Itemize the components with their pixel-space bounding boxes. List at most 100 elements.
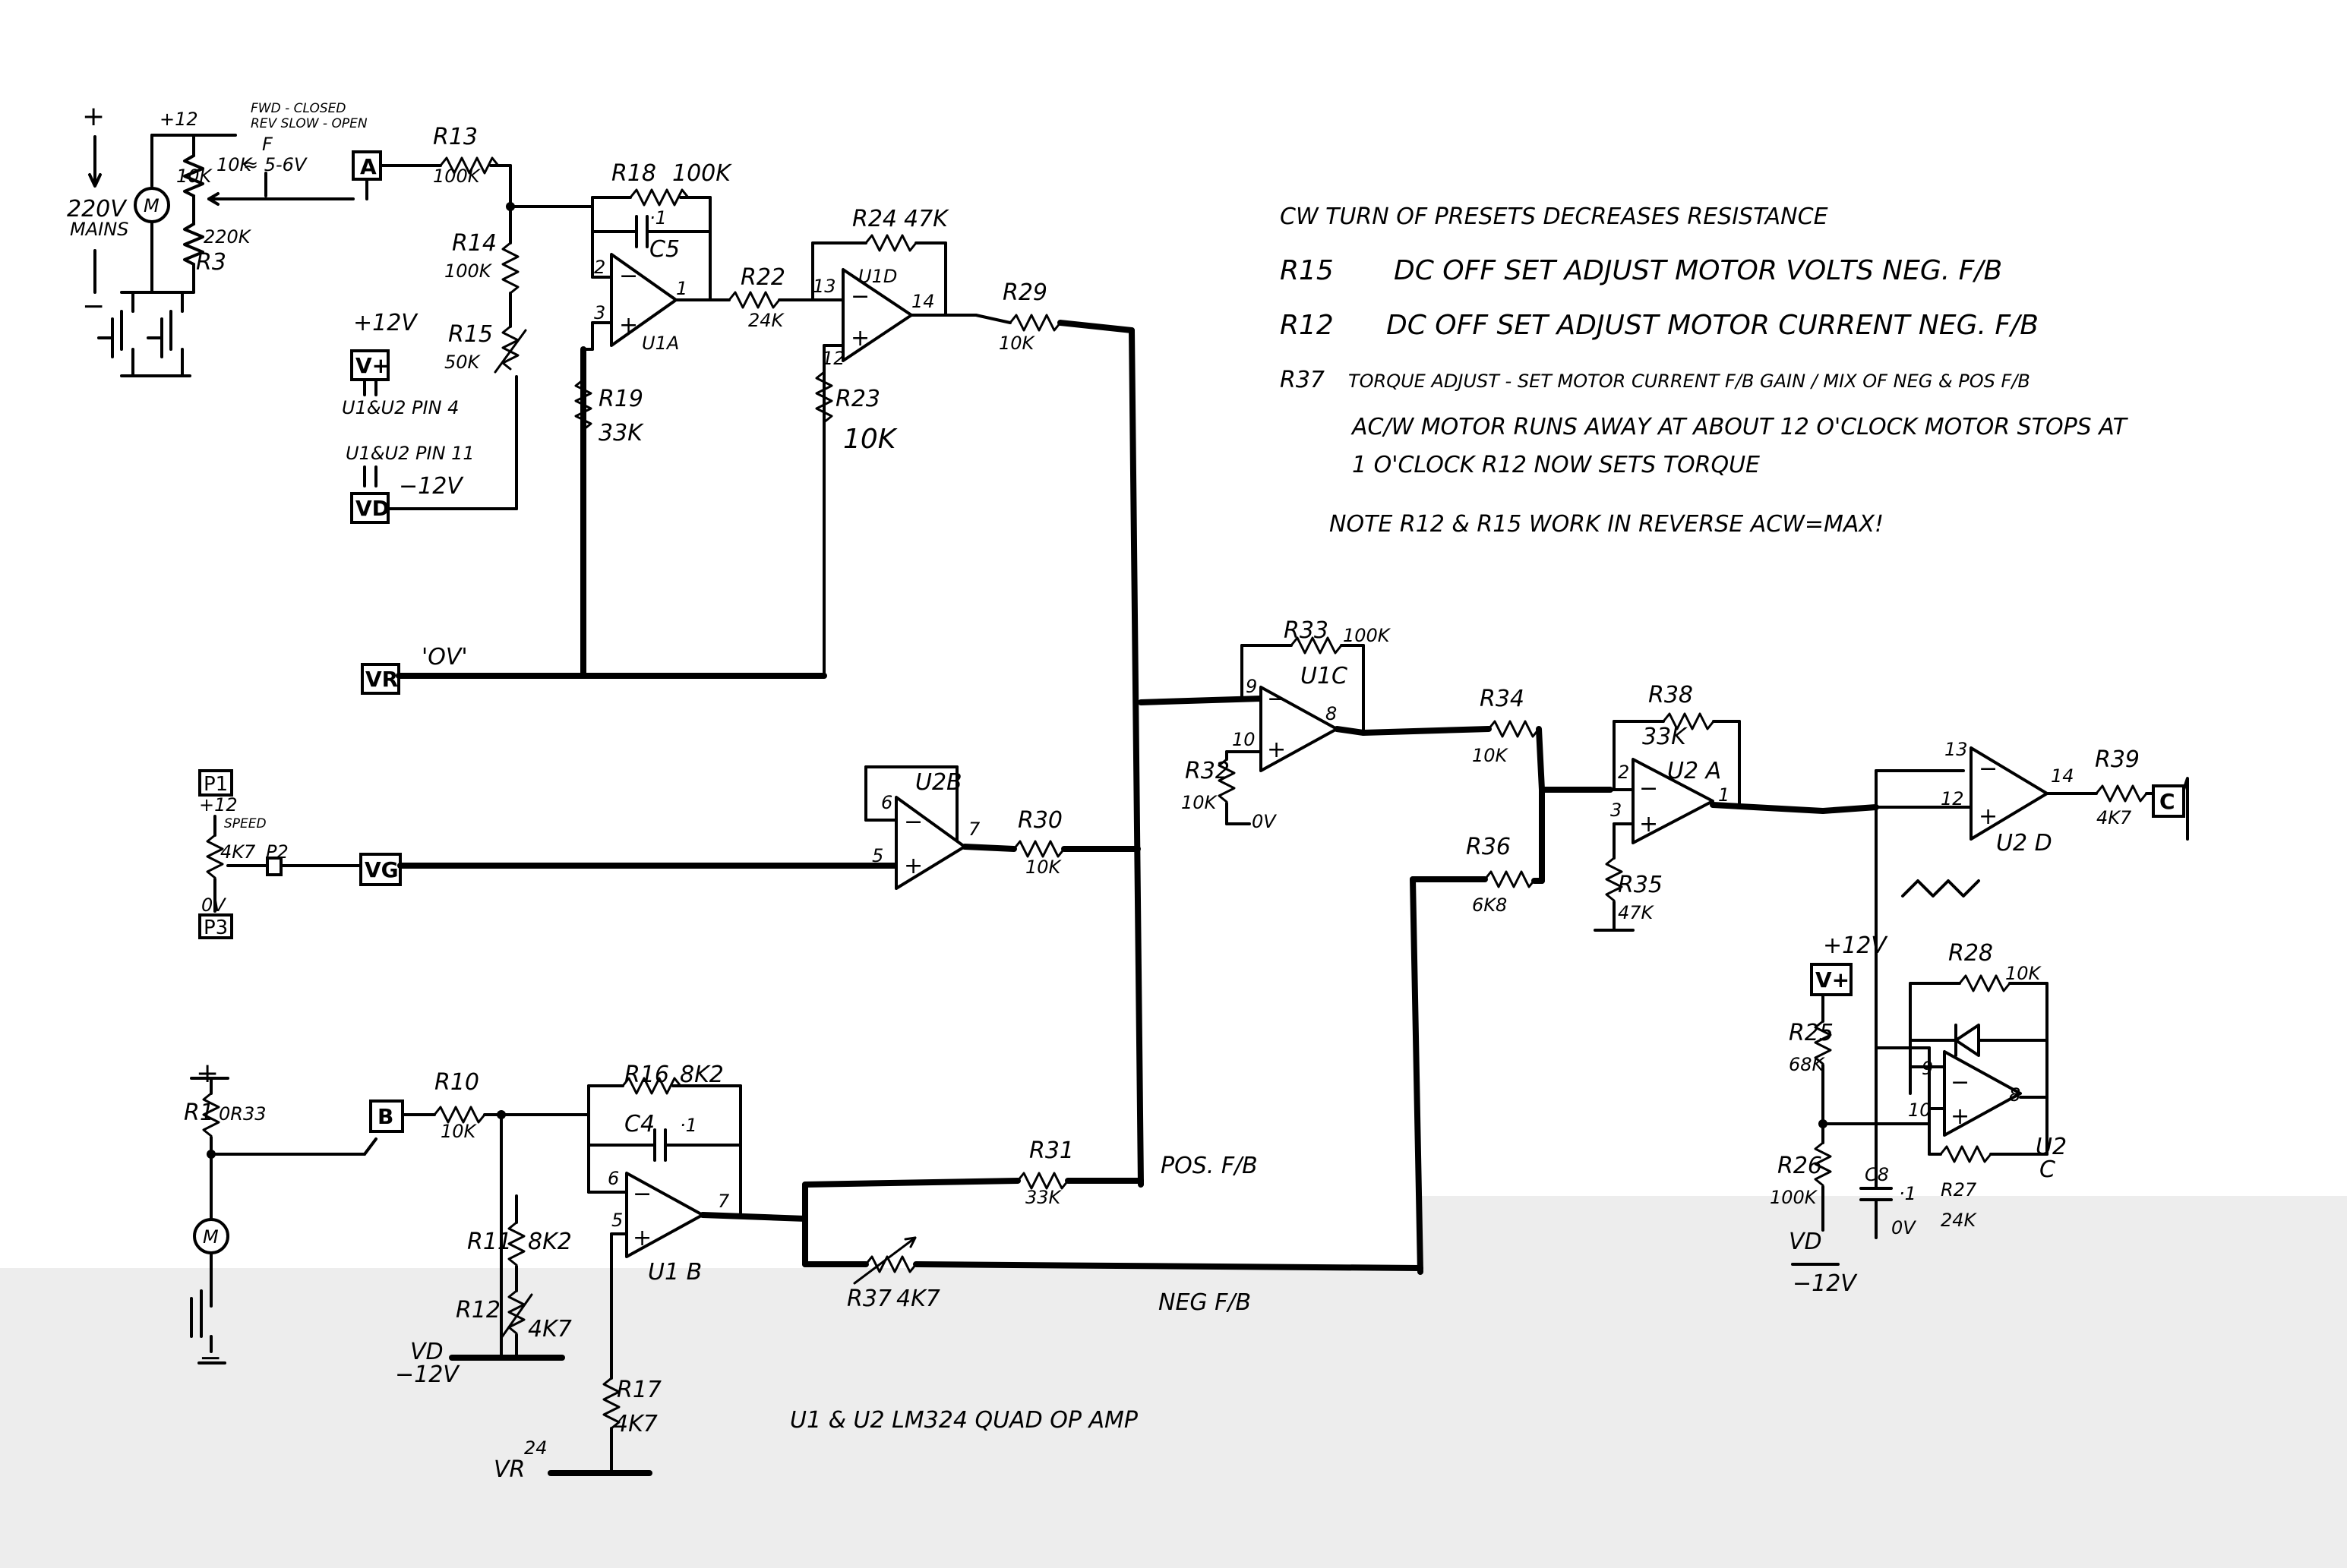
speed-label: SPEED bbox=[224, 816, 267, 831]
u1a-pin1: 1 bbox=[676, 278, 687, 299]
wire bbox=[864, 234, 918, 252]
terminal-p2 bbox=[266, 857, 283, 876]
wire bbox=[962, 844, 1017, 852]
r10-value: 10K bbox=[441, 1121, 478, 1142]
terminal-a-label: A bbox=[360, 154, 377, 179]
u1b-minus: − bbox=[633, 1181, 652, 1207]
note-acw-line1: AC/W MOTOR RUNS AWAY AT ABOUT 12 O'CLOCK… bbox=[1350, 414, 2129, 440]
wire bbox=[629, 188, 690, 207]
opamp-u2c bbox=[1943, 1050, 2022, 1137]
r30-value: 10K bbox=[1025, 857, 1063, 878]
u1c-minus: − bbox=[1267, 686, 1286, 712]
vr-24-label: 24 bbox=[524, 1437, 548, 1459]
pin4-label: U1&U2 PIN 4 bbox=[342, 397, 459, 418]
r28-label: R28 bbox=[1948, 940, 1993, 967]
supply-voltage: 220V bbox=[67, 196, 128, 222]
u1c-pin8: 8 bbox=[1325, 703, 1337, 724]
r19-value: 33K bbox=[599, 420, 644, 446]
r14-value: 100K bbox=[444, 260, 493, 282]
r3-value: 220K bbox=[204, 226, 252, 248]
vr-ov-label: 'OV' bbox=[422, 644, 468, 670]
u2d-plus: + bbox=[1979, 803, 1998, 830]
r12-value: 4K7 bbox=[528, 1316, 572, 1342]
note-acw-line2: 1 O'CLOCK R12 NOW SETS TORQUE bbox=[1352, 452, 1760, 478]
u1b-plus: + bbox=[633, 1225, 652, 1251]
wire bbox=[2095, 784, 2148, 803]
wire bbox=[501, 241, 520, 295]
r13-label: R13 bbox=[433, 124, 478, 150]
u1a-pin2: 2 bbox=[594, 257, 605, 278]
u1c-pin9: 9 bbox=[1246, 676, 1257, 697]
u2c-name: U2 bbox=[2036, 1134, 2067, 1160]
terminal-c-label: C bbox=[2159, 789, 2175, 814]
terminal-b-label: B bbox=[377, 1104, 393, 1129]
r22-value: 24K bbox=[748, 310, 785, 331]
wire bbox=[1012, 840, 1066, 858]
wire bbox=[507, 1221, 526, 1267]
u2b-plus: + bbox=[904, 853, 923, 879]
wire bbox=[206, 834, 224, 879]
u1c-name: U1C bbox=[1300, 663, 1347, 689]
wire bbox=[1939, 1145, 1992, 1163]
wire bbox=[88, 173, 102, 188]
note-reverse: NOTE R12 & R15 WORK IN REVERSE ACW=MAX! bbox=[1329, 511, 1884, 538]
u1c-pin10: 10 bbox=[1232, 729, 1256, 750]
note-r12-ref: R12 bbox=[1280, 310, 1334, 341]
u1b-pin5: 5 bbox=[611, 1210, 623, 1231]
u2d-pin13: 13 bbox=[1944, 739, 1968, 760]
u2c-minus: − bbox=[1951, 1069, 1970, 1096]
u1d-name: U1D bbox=[858, 266, 897, 287]
r19-label: R19 bbox=[599, 386, 643, 412]
fwd-label: FWD - CLOSED bbox=[251, 101, 346, 116]
r11-value: 8K2 bbox=[528, 1229, 572, 1255]
u2c-stage: +12V V+ R25 68K R26 100K VD −12V C8 ·1 0… bbox=[1770, 932, 2067, 1297]
r24-label: R24 bbox=[852, 206, 897, 232]
u1a-name: U1A bbox=[642, 333, 679, 354]
r17-label: R17 bbox=[617, 1377, 662, 1403]
r32-label: R32 bbox=[1185, 758, 1230, 784]
pin11-label: U1&U2 PIN 11 bbox=[346, 443, 475, 464]
pos-fb-label: POS. F/B bbox=[1161, 1153, 1258, 1179]
r17-value: 4K7 bbox=[614, 1411, 658, 1437]
wire bbox=[815, 371, 833, 424]
u1d-pin14: 14 bbox=[911, 291, 935, 312]
r22-label: R22 bbox=[741, 264, 785, 291]
wire bbox=[501, 325, 520, 371]
r25-value: 68K bbox=[1789, 1054, 1826, 1075]
r32-ground: 0V bbox=[1252, 811, 1277, 832]
r23-label: R23 bbox=[836, 386, 880, 412]
wire bbox=[97, 310, 123, 358]
motor-label-bottom: M bbox=[203, 1226, 219, 1248]
c5-label: C5 bbox=[649, 236, 680, 263]
minus12-label-2: −12V bbox=[1793, 1270, 1858, 1297]
r1-label: R1 bbox=[184, 1099, 214, 1126]
wire bbox=[1009, 314, 1062, 332]
u2d-pin14: 14 bbox=[2051, 765, 2074, 787]
r18-label: R18 bbox=[611, 160, 656, 187]
r15-value: 50K bbox=[444, 352, 482, 373]
minus12-label-bottom: −12V bbox=[395, 1361, 460, 1388]
plus12v-label: +12V bbox=[353, 310, 419, 336]
r37-value: 4K7 bbox=[896, 1286, 940, 1312]
pot-10k-a: 10K bbox=[176, 166, 213, 187]
terminal-vr-label: VR bbox=[365, 667, 398, 692]
p1-label: P1 bbox=[204, 773, 228, 796]
wire bbox=[904, 1236, 917, 1248]
u2b-minus: − bbox=[904, 809, 923, 835]
r29-label: R29 bbox=[1003, 279, 1047, 306]
speed-pot-section: P1 +12 SPEED 4K7 0V P3 P2 VG − + 6 5 7 U… bbox=[198, 765, 1141, 939]
u2d-name: U2 D bbox=[1996, 830, 2052, 857]
u2d-pin12: 12 bbox=[1941, 788, 1964, 809]
u1a-minus: − bbox=[619, 263, 638, 289]
c4-label: C4 bbox=[624, 1111, 655, 1137]
opamp-u2b bbox=[895, 796, 966, 890]
wire bbox=[1487, 720, 1540, 738]
wire bbox=[1334, 726, 1366, 736]
c5-value: ·1 bbox=[649, 207, 667, 229]
wire bbox=[1290, 636, 1343, 655]
wire bbox=[190, 1289, 203, 1338]
r16-value: 8K2 bbox=[680, 1062, 724, 1088]
r14-label: R14 bbox=[452, 230, 497, 257]
r38-label: R38 bbox=[1648, 682, 1693, 708]
wire bbox=[183, 222, 204, 266]
